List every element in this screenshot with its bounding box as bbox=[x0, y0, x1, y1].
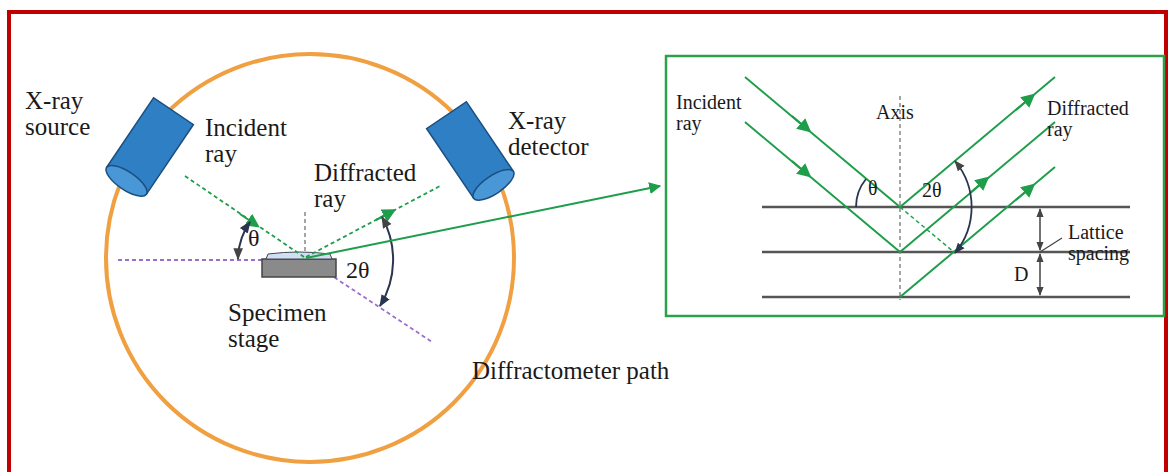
angle-label: θ bbox=[248, 226, 260, 251]
xray-detector bbox=[427, 102, 519, 206]
frame bbox=[9, 12, 1166, 472]
part-label: Diffractometer path bbox=[472, 358, 672, 384]
specimen-stage bbox=[262, 259, 336, 277]
dimension-label: Lattice spacing bbox=[1068, 222, 1160, 264]
ray-label: Diffracted ray bbox=[314, 160, 454, 213]
part-label: Specimen stage bbox=[228, 300, 358, 353]
ray-label: Incident ray bbox=[676, 92, 766, 134]
bragg-panel bbox=[666, 56, 1164, 316]
part-label: X-ray source bbox=[25, 88, 145, 141]
angle-label: 2θ bbox=[346, 258, 370, 283]
dimension-label: D bbox=[1014, 264, 1028, 285]
part-label: X-ray detector bbox=[508, 108, 633, 161]
ray-label: Diffracted ray bbox=[1047, 98, 1159, 140]
xray-source bbox=[102, 98, 194, 202]
angle-label: θ bbox=[868, 178, 878, 199]
axis-label: Axis bbox=[876, 102, 914, 123]
ray-label: Incident ray bbox=[205, 115, 325, 168]
angle-label: 2θ bbox=[922, 180, 942, 201]
